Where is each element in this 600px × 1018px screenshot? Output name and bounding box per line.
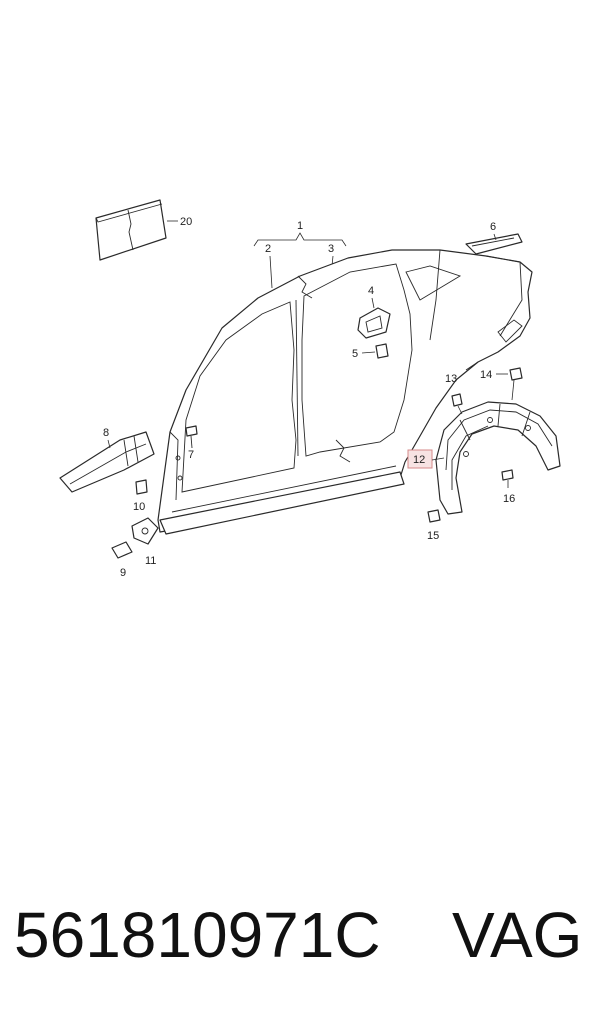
part-4-bracket bbox=[357, 307, 391, 339]
brand-label: VAG bbox=[452, 899, 583, 971]
part-13-clip bbox=[451, 393, 463, 415]
callout-4: 4 bbox=[368, 285, 374, 297]
callout-15: 15 bbox=[427, 530, 439, 542]
callout-10: 10 bbox=[133, 501, 145, 513]
part-11-bracket bbox=[131, 517, 159, 545]
part-20-pad bbox=[95, 199, 167, 261]
part-15-clip bbox=[427, 509, 441, 523]
part-10-clip bbox=[135, 479, 148, 495]
parts-diagram: 20 1 2 3 6 bbox=[59, 199, 561, 579]
callout-11: 11 bbox=[145, 555, 156, 567]
part-16-screw bbox=[501, 469, 514, 488]
part-14-bolt bbox=[509, 367, 523, 401]
callout-6: 6 bbox=[490, 221, 496, 233]
part-8-front-rail bbox=[59, 431, 155, 493]
callout-13: 13 bbox=[445, 373, 457, 385]
part-7-bolt bbox=[185, 425, 198, 449]
part-6-strip bbox=[465, 233, 523, 255]
callout-5: 5 bbox=[352, 348, 358, 360]
footer: 561810971C VAG bbox=[0, 890, 600, 1000]
callout-7: 7 bbox=[188, 449, 194, 461]
callout-20: 20 bbox=[180, 216, 192, 228]
callout-1: 1 bbox=[297, 220, 303, 232]
part-2-3-side-panel bbox=[157, 249, 533, 535]
part-number: 561810971C bbox=[14, 899, 381, 971]
callout-3: 3 bbox=[328, 243, 334, 255]
callout-12: 12 bbox=[413, 454, 425, 466]
part-9-clip bbox=[111, 541, 133, 559]
part-5-clip bbox=[375, 343, 389, 359]
callout-1-bracket bbox=[253, 232, 347, 247]
callout-16: 16 bbox=[503, 493, 515, 505]
callout-8: 8 bbox=[103, 427, 109, 439]
callout-9: 9 bbox=[120, 567, 126, 579]
callout-14: 14 bbox=[480, 369, 492, 381]
callout-2: 2 bbox=[265, 243, 271, 255]
part-12-wheel-housing-liner bbox=[435, 401, 561, 515]
callout-12-highlight bbox=[407, 449, 433, 469]
